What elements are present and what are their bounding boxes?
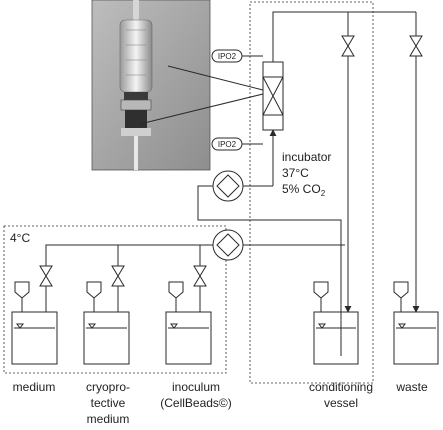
cryo-label-line1: cryopro- (86, 380, 130, 394)
incubator-co2: 5% CO2 (282, 182, 326, 198)
tubing (45, 11, 420, 356)
inoculum-label-line1: inoculum (172, 380, 220, 394)
vessel-medium (11, 311, 58, 365)
conditioning-label-line2: vessel (324, 396, 358, 410)
valve-waste-icon (409, 35, 423, 57)
filter-waste-icon (393, 281, 409, 312)
filter-conditioning-icon (313, 281, 329, 312)
incubator-temp: 37°C (282, 166, 309, 180)
cryo-label-line2: tective (91, 396, 126, 410)
column-symbol (262, 61, 284, 131)
waste-label: waste (395, 380, 428, 394)
photo-pointer-bottom (139, 93, 264, 125)
valve-inoculum-icon (193, 265, 207, 287)
oxygen-sensor-bottom: IPO2 (211, 137, 263, 151)
incubator-label: incubator (282, 150, 331, 164)
cold-room-enclosure (3, 225, 227, 374)
vessel-conditioning (313, 311, 359, 365)
inoculum-label-line2: (CellBeads©) (160, 396, 232, 410)
vessel-waste (393, 311, 439, 365)
medium-label: medium (13, 380, 56, 394)
valve-medium-icon (39, 265, 53, 287)
conditioning-label-line1: conditioning (309, 380, 373, 394)
oxygen-sensor-top: IPO2 (211, 49, 263, 63)
recirculation-pump-icon (212, 170, 244, 202)
filter-inoculum-icon (168, 281, 184, 312)
cryo-label-line3: medium (87, 412, 130, 426)
column-photo (91, 0, 211, 171)
incubator-enclosure (249, 1, 374, 384)
cold-room-temp: 4°C (10, 231, 30, 245)
vessel-cryoprotective-medium (83, 311, 130, 365)
valve-conditioning-icon (341, 35, 355, 57)
feed-pump-icon (212, 229, 244, 261)
photo-pointer-top (167, 65, 264, 91)
oxygen-sensor-bottom-label: IPO2 (218, 140, 237, 149)
filter-cryo-icon (86, 281, 102, 312)
valve-cryo-icon (111, 265, 125, 287)
vessel-inoculum (165, 311, 212, 365)
filter-medium-icon (14, 281, 30, 312)
oxygen-sensor-top-label: IPO2 (218, 52, 237, 61)
